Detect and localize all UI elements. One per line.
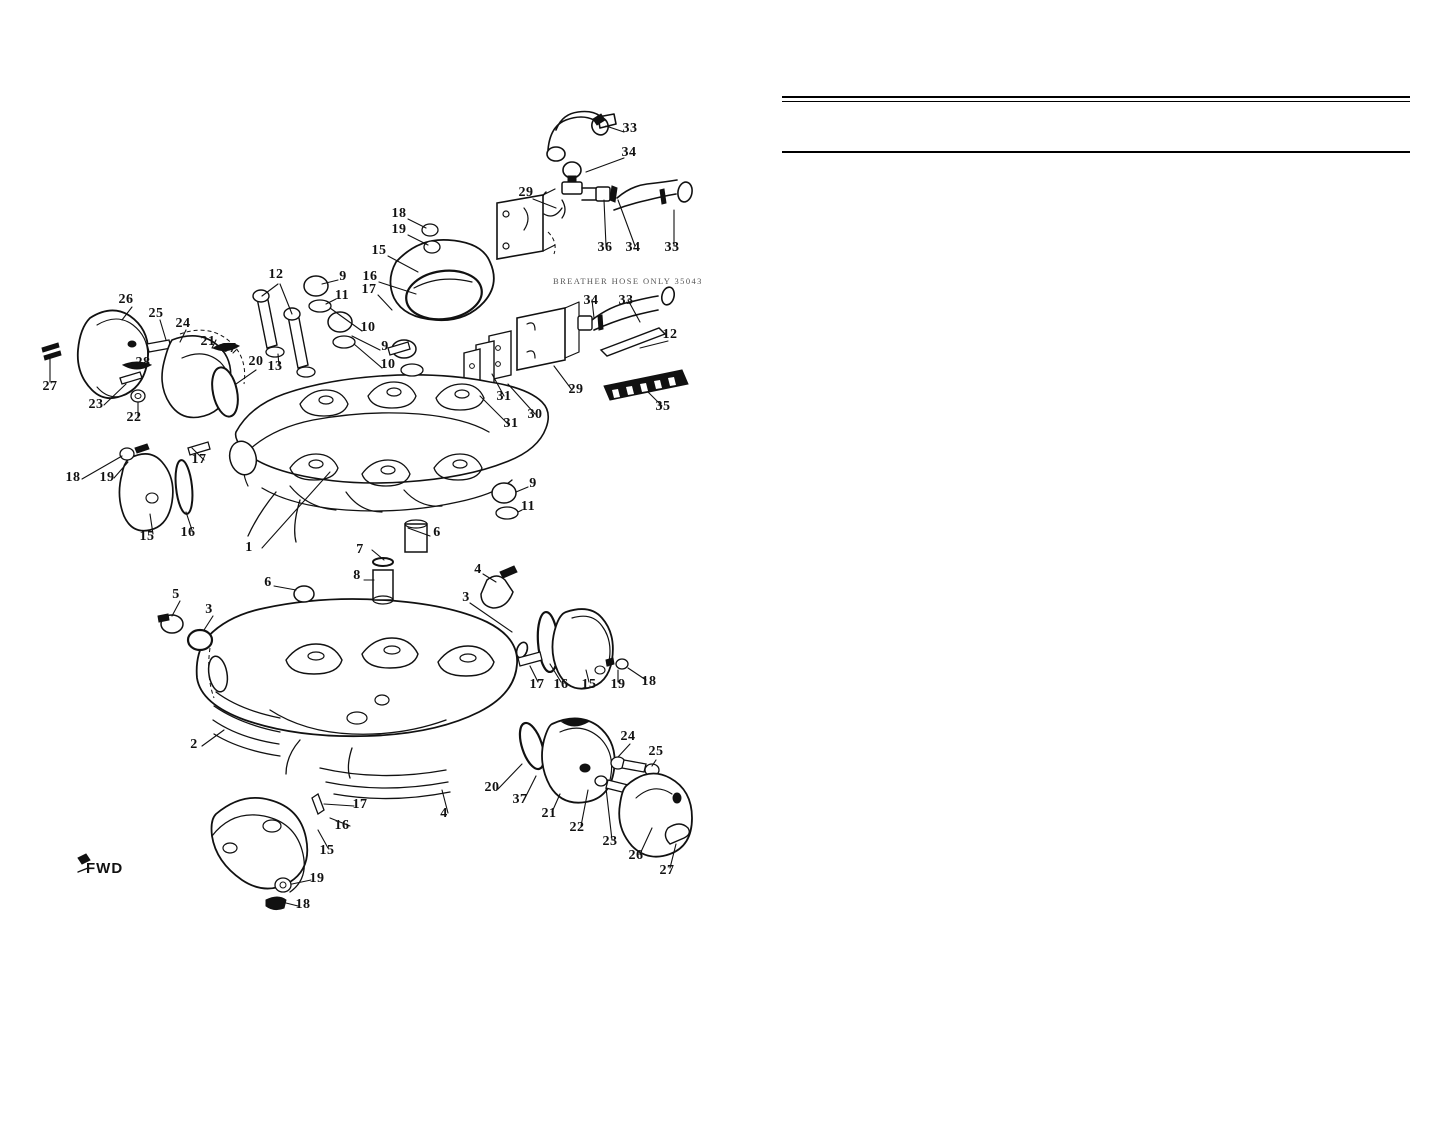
callout-number: 16 (335, 818, 350, 833)
callout-number: 3 (205, 602, 213, 617)
lower-cylinder-head-body (195, 598, 518, 800)
parts-list-rule-top-outer (782, 96, 1410, 98)
callout-number: 1 (245, 540, 253, 555)
callout-number: 11 (521, 499, 535, 514)
callout-number: 19 (310, 871, 325, 886)
leader-lines-lower (171, 573, 677, 907)
callout-layer-upper: 1679991010111112131515161617171818191920… (43, 121, 680, 557)
callout-number: 36 (598, 240, 613, 255)
callout-number: 34 (622, 145, 637, 160)
callout-number: 19 (392, 222, 407, 237)
leader-lines-upper (49, 125, 675, 561)
callout-number: 4 (440, 806, 448, 821)
lower-left-cover-group-upper (118, 441, 211, 532)
callout-number: 27 (660, 863, 675, 878)
callout-number: 23 (89, 397, 104, 412)
callout-number: 22 (570, 820, 585, 835)
callout-number: 34 (584, 293, 599, 308)
callout-number: 27 (43, 379, 58, 394)
callout-number: 16 (181, 525, 196, 540)
callout-number: 31 (504, 416, 519, 431)
callout-number: 24 (176, 316, 191, 331)
callout-number: 20 (485, 780, 500, 795)
callout-number: 18 (296, 897, 311, 912)
gasket-strip-35 (603, 369, 689, 401)
callout-number: 37 (513, 792, 528, 807)
callout-number: 19 (100, 470, 115, 485)
callout-number: 8 (353, 568, 361, 583)
callout-number: 24 (621, 729, 636, 744)
callout-number: 15 (372, 243, 387, 258)
callout-number: 17 (530, 677, 545, 692)
callout-number: 12 (663, 327, 678, 342)
callout-number: 15 (140, 529, 155, 544)
callout-number: 25 (149, 306, 164, 321)
callout-number: 21 (201, 334, 216, 349)
callout-number: 6 (433, 525, 441, 540)
callout-number: 22 (127, 410, 142, 425)
callout-number: 26 (119, 292, 134, 307)
upper-rocker-cover-body (189, 369, 550, 543)
top-cover-group-upper (387, 223, 495, 356)
callout-number: 33 (623, 121, 638, 136)
callout-number: 33 (619, 293, 634, 308)
callout-number: 18 (66, 470, 81, 485)
callout-number: 5 (172, 587, 180, 602)
callout-number: 25 (649, 744, 664, 759)
callout-number: 29 (569, 382, 584, 397)
callout-number: 17 (192, 452, 207, 467)
callout-number: 26 (629, 848, 644, 863)
valve-guide-group (157, 519, 529, 659)
callout-number: 7 (356, 542, 364, 557)
parts-list-rule-top-inner (782, 101, 1410, 102)
callout-number: 16 (554, 677, 569, 692)
breather-box-group-mid (463, 286, 689, 401)
callout-number: 10 (361, 320, 376, 335)
callout-number: 15 (582, 677, 597, 692)
callout-number: 28 (136, 355, 151, 370)
parts-list-body (782, 104, 1410, 150)
callout-number: 20 (249, 354, 264, 369)
callout-number: 19 (611, 677, 626, 692)
breather-hose-group-top: BREATHER HOSE ONLY 35043 (496, 110, 703, 286)
fwd-orientation-marker: FWD (77, 853, 123, 877)
callout-number: 23 (603, 834, 618, 849)
callout-number: 33 (665, 240, 680, 255)
callout-number: 18 (642, 674, 657, 689)
callout-number: 12 (269, 267, 284, 282)
diagram-canvas: BREATHER HOSE ONLY 35043 (41, 110, 703, 912)
callout-number: 31 (497, 389, 512, 404)
callout-number: 9 (339, 269, 347, 284)
callout-number: 3 (462, 590, 470, 605)
callout-number: 30 (528, 407, 543, 422)
left-cover-group-lower (210, 793, 325, 911)
right-cover-group-lower (517, 608, 629, 690)
callout-number: 17 (362, 282, 377, 297)
left-end-cover-stack-upper (41, 309, 246, 419)
callout-number: 16 (363, 269, 378, 284)
callout-number: 37 (222, 341, 237, 356)
breather-note: BREATHER HOSE ONLY 35043 (553, 276, 703, 286)
callout-number: 15 (320, 843, 335, 858)
callout-number: 9 (529, 476, 537, 491)
callout-number: 35 (656, 399, 671, 414)
callout-number: 13 (268, 359, 283, 374)
callout-number: 4 (474, 562, 482, 577)
callout-number: 29 (519, 185, 534, 200)
exploded-diagram: BREATHER HOSE ONLY 35043 (41, 110, 703, 912)
callout-number: 11 (335, 288, 349, 303)
callout-number: 2 (190, 737, 198, 752)
parts-list-panel (782, 80, 1410, 170)
fwd-label: FWD (86, 860, 123, 877)
callout-number: 6 (264, 575, 272, 590)
callout-number: 18 (392, 206, 407, 221)
callout-number: 9 (381, 339, 389, 354)
callout-number: 21 (542, 806, 557, 821)
callout-number: 34 (626, 240, 641, 255)
right-end-cover-stack-lower (518, 717, 693, 858)
callout-number: 17 (353, 797, 368, 812)
parts-list-rule-header (782, 151, 1410, 153)
callout-number: 10 (381, 357, 396, 372)
